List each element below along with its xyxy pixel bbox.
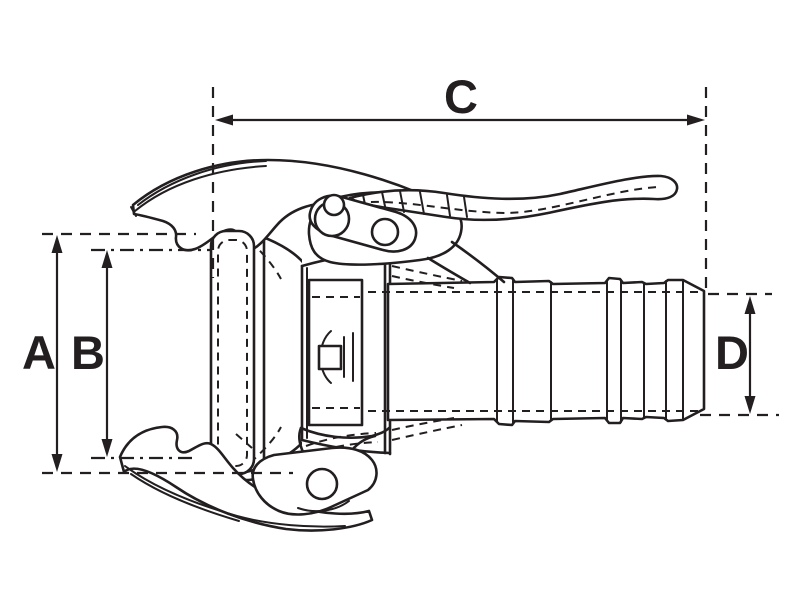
hose-tail-outline bbox=[386, 275, 706, 427]
pivot-hole-right bbox=[370, 217, 400, 247]
dim-label-a: A bbox=[22, 326, 56, 379]
lever-handle bbox=[348, 174, 679, 222]
pivot-pin-head bbox=[322, 193, 346, 217]
dimension-a: A bbox=[22, 232, 293, 475]
lever-handle-outline bbox=[348, 174, 679, 222]
dim-b-arrow-down bbox=[101, 439, 113, 457]
bottom-pivot-plate bbox=[235, 426, 391, 516]
dim-c-arrow-left bbox=[215, 114, 233, 126]
dim-label-c: C bbox=[444, 70, 478, 123]
dim-a-arrow-down bbox=[51, 454, 63, 472]
dim-c-arrow-right bbox=[687, 114, 705, 126]
internal-valve-detail bbox=[312, 265, 463, 441]
hose-barb-ribs bbox=[496, 278, 684, 424]
dim-label-b: B bbox=[71, 326, 105, 379]
dimension-b: B bbox=[71, 248, 212, 460]
coupler-face-plate bbox=[209, 229, 256, 476]
dim-b-arrow-up bbox=[101, 250, 113, 268]
dimension-d: D bbox=[700, 292, 779, 417]
face-plate-hidden-bore bbox=[217, 239, 248, 467]
dim-label-d: D bbox=[715, 326, 749, 379]
lever-centerline bbox=[356, 186, 659, 215]
top-cam-arm bbox=[130, 158, 461, 254]
dim-d-arrow-up bbox=[744, 296, 756, 314]
dim-d-arrow-down bbox=[744, 396, 756, 414]
lever-band-ticks bbox=[362, 190, 468, 218]
dimension-c: C bbox=[211, 70, 708, 292]
dim-a-arrow-up bbox=[51, 235, 63, 253]
hose-tail bbox=[368, 275, 706, 427]
bottom-plate-hole bbox=[305, 467, 339, 501]
pivot-pin-detail bbox=[308, 193, 418, 253]
